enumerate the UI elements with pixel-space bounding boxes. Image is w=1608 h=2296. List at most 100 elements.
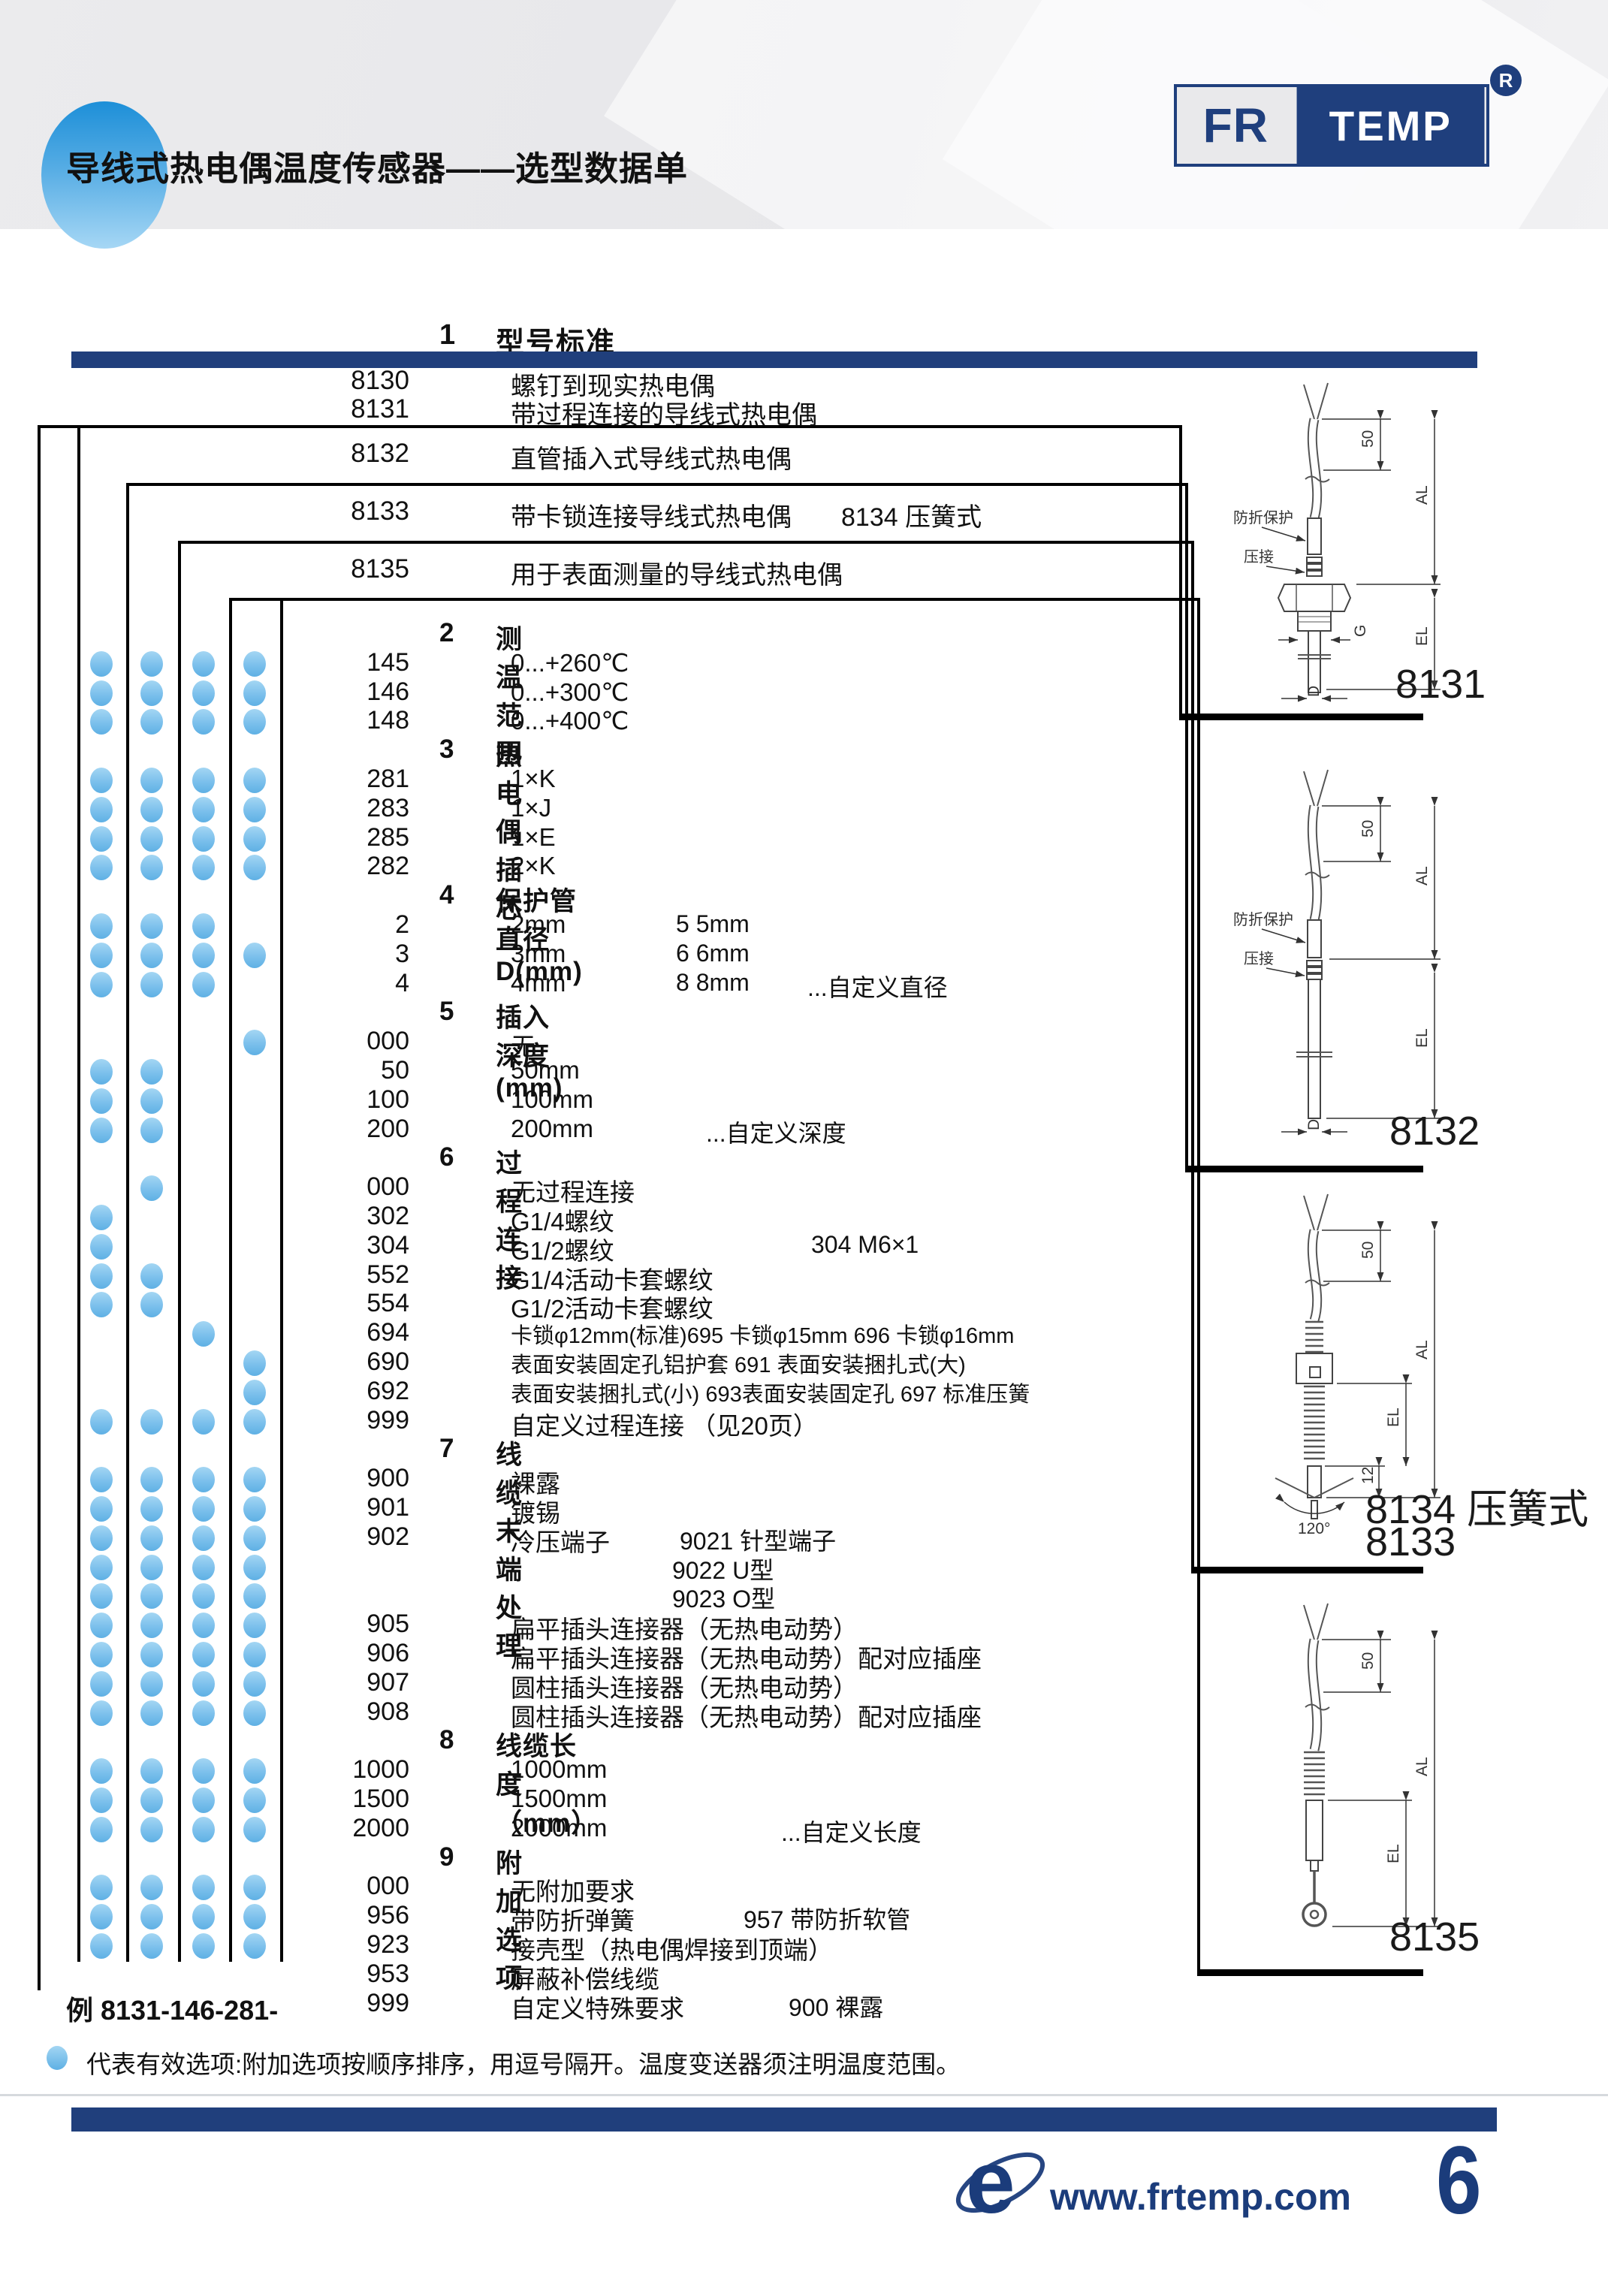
- option-code-692[interactable]: 692: [367, 1376, 409, 1405]
- section-title-4: 保护管直径D(mm): [496, 887, 583, 987]
- option-code-145[interactable]: 145: [367, 647, 409, 677]
- option-code-200[interactable]: 200: [367, 1114, 409, 1143]
- option-code-000[interactable]: 000: [367, 1172, 409, 1202]
- option-code-907[interactable]: 907: [367, 1667, 409, 1697]
- model-code-8135[interactable]: 8135: [351, 554, 409, 584]
- dim-d: D: [1305, 1119, 1323, 1130]
- option-desc: 4mm: [511, 968, 566, 997]
- valid-option-dot: [90, 971, 113, 997]
- valid-option-dot: [140, 1613, 163, 1639]
- option-code-999[interactable]: 999: [367, 1988, 409, 2017]
- option-code-281[interactable]: 281: [367, 765, 409, 793]
- valid-option-dot: [192, 768, 215, 793]
- valid-option-dot: [90, 1263, 113, 1289]
- option-code-690[interactable]: 690: [367, 1347, 409, 1376]
- registered-trademark-icon: R: [1490, 65, 1522, 96]
- section-title-9: 附加选项: [496, 1848, 523, 1993]
- model-code-8133[interactable]: 8133: [351, 496, 409, 526]
- valid-option-dot: [140, 1467, 163, 1493]
- valid-option-dot: [243, 709, 266, 735]
- model-desc-extra: 8134 压簧式: [841, 503, 982, 532]
- model-code-8132[interactable]: 8132: [351, 439, 409, 468]
- logo-temp-text: TEMP: [1296, 87, 1485, 164]
- diagram-label-8133: 8133: [1365, 1519, 1456, 1564]
- section-number-3: 3: [439, 735, 454, 765]
- diagram-separator: [1197, 1969, 1423, 1976]
- valid-option-dot: [192, 1408, 215, 1435]
- option-code-900[interactable]: 900: [367, 1464, 409, 1493]
- valid-option-dot: [243, 1583, 266, 1610]
- option-desc-extra: 9023 O型: [672, 1585, 775, 1613]
- option-code-552[interactable]: 552: [367, 1260, 409, 1289]
- valid-option-dot: [243, 796, 266, 822]
- valid-option-dot: [90, 1496, 113, 1522]
- option-desc: 屏蔽补偿线缆: [511, 1965, 659, 1993]
- model-code-8130[interactable]: 8130: [351, 366, 409, 395]
- section-number-7: 7: [439, 1434, 454, 1464]
- dim-g: G: [1352, 625, 1369, 637]
- model-code-8131[interactable]: 8131: [351, 394, 409, 424]
- option-code-000[interactable]: 000: [367, 1872, 409, 1901]
- valid-option-dot: [140, 768, 163, 793]
- valid-option-dot: [140, 1933, 163, 1959]
- valid-option-dot: [90, 1059, 113, 1085]
- option-code-2000[interactable]: 2000: [352, 1813, 409, 1842]
- order-example: 例 8131-146-281-: [66, 1995, 279, 2026]
- option-code-146[interactable]: 146: [367, 677, 409, 706]
- option-code-000[interactable]: 000: [367, 1027, 409, 1056]
- option-desc: 表面安装捆扎式(小) 693表面安装固定孔 697 标准压簧: [511, 1382, 1030, 1407]
- option-code-554[interactable]: 554: [367, 1289, 409, 1318]
- option-desc: 自定义特殊要求: [511, 1994, 684, 2023]
- valid-option-dot: [192, 971, 215, 997]
- option-code-908[interactable]: 908: [367, 1697, 409, 1726]
- option-code-694[interactable]: 694: [367, 1318, 409, 1347]
- valid-option-dot: [192, 1700, 215, 1726]
- valid-option-dot: [192, 1525, 215, 1551]
- option-code-100[interactable]: 100: [367, 1085, 409, 1114]
- option-code-283[interactable]: 283: [367, 793, 409, 822]
- option-code-1500[interactable]: 1500: [352, 1785, 409, 1813]
- option-desc-extra: ...自定义直径: [807, 973, 948, 1001]
- option-code-2[interactable]: 2: [395, 910, 409, 939]
- option-code-906[interactable]: 906: [367, 1639, 409, 1667]
- option-code-50[interactable]: 50: [381, 1056, 409, 1085]
- option-code-902[interactable]: 902: [367, 1522, 409, 1551]
- option-code-4[interactable]: 4: [395, 968, 409, 997]
- option-desc: 100mm: [511, 1085, 594, 1113]
- option-code-999[interactable]: 999: [367, 1405, 409, 1435]
- option-code-3[interactable]: 3: [395, 939, 409, 968]
- option-code-285[interactable]: 285: [367, 822, 409, 852]
- option-code-953[interactable]: 953: [367, 1959, 409, 1988]
- option-code-282[interactable]: 282: [367, 852, 409, 881]
- option-code-148[interactable]: 148: [367, 706, 409, 735]
- option-code-905[interactable]: 905: [367, 1610, 409, 1639]
- option-desc: 无过程连接: [511, 1178, 635, 1207]
- model-desc-8131: 带过程连接的导线式热电偶: [511, 401, 817, 430]
- valid-option-dot: [192, 1816, 215, 1842]
- option-desc-extra: 9021 针型端子: [680, 1527, 837, 1555]
- option-desc-extra: 304 M6×1: [811, 1230, 919, 1258]
- option-desc: 200mm: [511, 1114, 594, 1142]
- valid-option-dot: [243, 1904, 266, 1930]
- option-code-302[interactable]: 302: [367, 1202, 409, 1230]
- option-code-304[interactable]: 304: [367, 1230, 409, 1260]
- option-desc: 卡锁φ12mm(标准)695 卡锁φ15mm 696 卡锁φ16mm: [511, 1324, 1015, 1349]
- valid-option-dot: [140, 1670, 163, 1697]
- valid-option-dot: [140, 1496, 163, 1522]
- valid-option-dot: [140, 650, 163, 677]
- dim-50: 50: [1359, 430, 1377, 448]
- option-code-901[interactable]: 901: [367, 1493, 409, 1522]
- box-top: [126, 483, 1185, 486]
- diagram-8135: 50 AL EL: [1302, 1603, 1441, 1927]
- box-left: [229, 598, 232, 1962]
- option-code-956[interactable]: 956: [367, 1901, 409, 1930]
- option-desc: 表面安装固定孔铝护套 691 表面安装捆扎式(大): [511, 1353, 966, 1377]
- option-code-923[interactable]: 923: [367, 1930, 409, 1959]
- section1-number: 1: [439, 319, 456, 351]
- option-desc-extra: 5 5mm: [676, 910, 750, 937]
- footer-url[interactable]: www.frtemp.com: [1050, 2176, 1351, 2218]
- option-desc: G1/4螺纹: [511, 1208, 614, 1235]
- option-desc-extra: 8 8mm: [676, 968, 750, 996]
- option-code-1000[interactable]: 1000: [352, 1755, 409, 1785]
- frtemp-logo: FR TEMP: [1174, 84, 1489, 167]
